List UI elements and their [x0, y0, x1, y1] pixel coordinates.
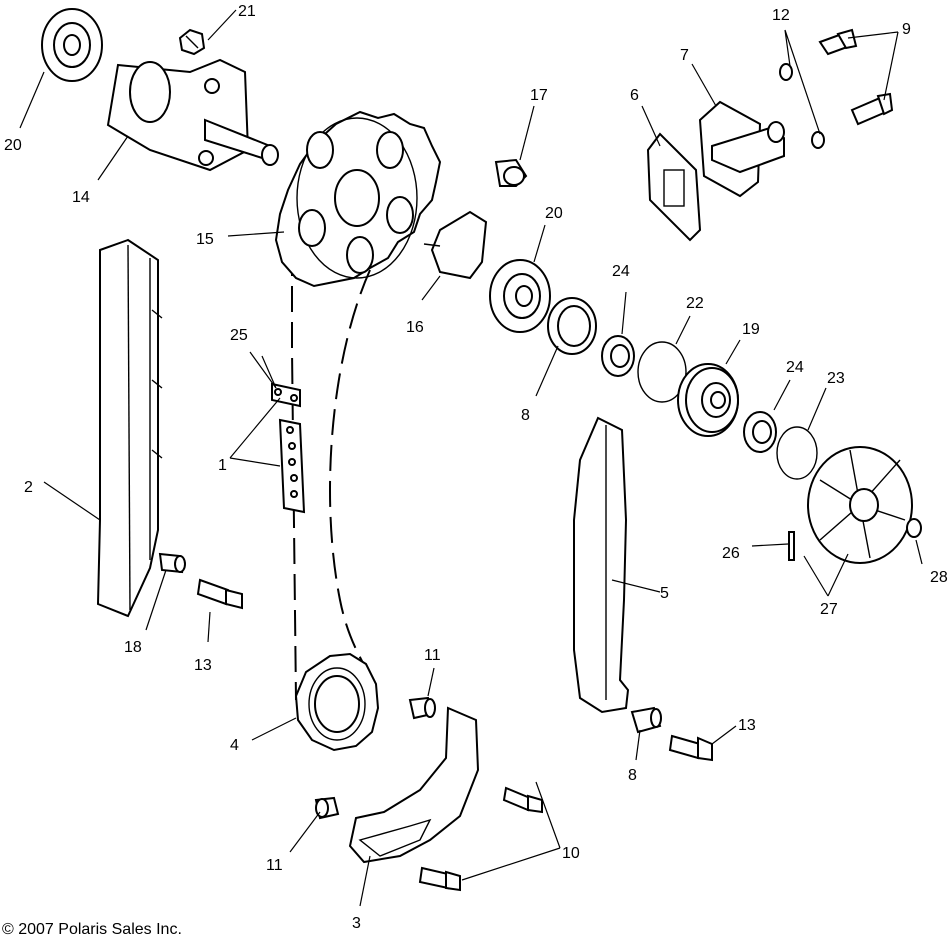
idler-gear	[677, 363, 739, 437]
callout-12: 12	[772, 7, 790, 24]
callout-6: 6	[630, 87, 639, 104]
callout-19: 19	[742, 321, 760, 338]
callout-7: 7	[680, 47, 689, 64]
leader-lines	[19, 9, 923, 907]
tensioner-gasket	[646, 132, 702, 242]
lower-chain-guide	[348, 706, 480, 864]
callout-4: 4	[230, 737, 239, 754]
rear-chain-guide	[96, 238, 163, 618]
callout-10: 10	[562, 845, 580, 862]
callout-21: 21	[238, 3, 256, 20]
callout-24-upper: 24	[612, 263, 630, 280]
cam-chain-tensioner	[698, 100, 785, 198]
small-bearing-lower	[743, 411, 777, 453]
callout-labels: 20 14 21 15 17 16 20 8 24 22 19 24 23 6 …	[4, 3, 948, 932]
master-link	[278, 418, 306, 514]
front-chain-guide	[573, 416, 630, 714]
callout-2: 2	[24, 479, 33, 496]
thrust-washer	[547, 297, 597, 355]
bearing-middle	[489, 259, 551, 333]
callout-14: 14	[72, 189, 90, 206]
callout-3: 3	[352, 915, 361, 932]
camshaft	[106, 58, 279, 172]
callout-15: 15	[196, 231, 214, 248]
nut-top	[178, 28, 206, 56]
bearing-top-left	[41, 8, 103, 82]
callout-25: 25	[230, 327, 248, 344]
callout-28: 28	[930, 569, 948, 586]
guide-bolt-left	[196, 578, 243, 610]
guide-bolts-lower	[418, 786, 543, 892]
water-pump-impeller	[807, 446, 913, 564]
callout-16: 16	[406, 319, 424, 336]
callout-20-top: 20	[4, 137, 22, 154]
chain-link-plate	[271, 382, 301, 408]
dowel-lower	[314, 796, 340, 820]
guide-dowel-right	[630, 706, 662, 734]
callout-8-lower: 8	[628, 767, 637, 784]
callout-20-middle: 20	[545, 205, 563, 222]
copyright-notice: © 2007 Polaris Sales Inc.	[2, 921, 182, 938]
dowel-upper	[408, 696, 436, 720]
cam-chain	[291, 250, 373, 701]
callout-5: 5	[660, 585, 669, 602]
small-bearing-upper	[601, 335, 635, 377]
callout-23: 23	[827, 370, 845, 387]
callout-8-upper: 8	[521, 407, 530, 424]
cam-sprocket	[274, 110, 442, 288]
callout-17: 17	[530, 87, 548, 104]
sealing-washers	[779, 63, 825, 149]
retaining-clip	[906, 518, 922, 538]
guide-dowel	[158, 552, 186, 574]
o-ring-lower	[776, 426, 818, 480]
tensioner-bolts	[818, 28, 894, 126]
callout-24-lower: 24	[786, 359, 804, 376]
drive-pin	[788, 531, 795, 561]
callout-18: 18	[124, 639, 142, 656]
callout-11-upper: 11	[424, 647, 441, 664]
callout-27: 27	[820, 601, 838, 618]
callout-13-right: 13	[738, 717, 756, 734]
callout-22: 22	[686, 295, 704, 312]
guide-bolt-right	[668, 734, 713, 762]
callout-1: 1	[218, 457, 227, 474]
callout-13-left: 13	[194, 657, 212, 674]
sprocket-bolt	[494, 158, 528, 187]
callout-11-lower: 11	[266, 857, 283, 874]
decompression-lever	[423, 210, 488, 280]
crank-sprocket	[294, 652, 380, 752]
o-ring-upper	[637, 341, 687, 403]
callout-9: 9	[902, 21, 911, 38]
callout-26: 26	[722, 545, 740, 562]
